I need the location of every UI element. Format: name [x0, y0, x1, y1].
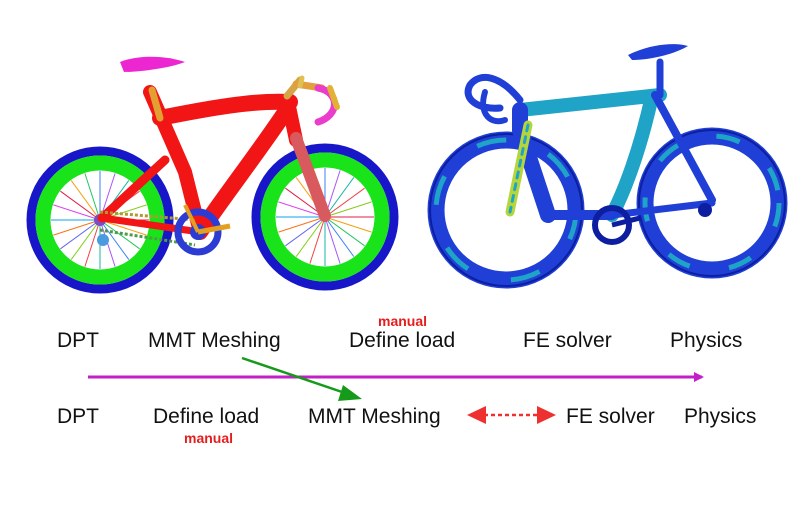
bottom-step-physics: Physics: [684, 405, 757, 428]
wheel-spoke: [84, 173, 101, 221]
bottom-manual-note: manual: [184, 430, 234, 446]
fe-handlebar: [464, 74, 524, 125]
segmented-bike-image: [26, 56, 399, 294]
bottom-step-define-load: Define load: [153, 405, 260, 428]
wheel-spoke: [324, 216, 355, 257]
wheel-spoke: [324, 216, 341, 264]
top-step-physics: Physics: [670, 329, 743, 352]
top-manual-note: manual: [378, 313, 428, 329]
bottom-step-mmt-meshing: MMT Meshing: [308, 405, 441, 428]
top-step-mmt-meshing: MMT Meshing: [148, 329, 281, 352]
front-wheel: [251, 143, 399, 291]
wheel-spoke: [53, 219, 101, 236]
wheel-spoke: [84, 219, 101, 267]
wheel-spoke: [295, 216, 326, 257]
top-step-dpt: DPT: [57, 329, 99, 352]
wheel-spoke: [60, 190, 101, 221]
top-step-define-load: Define load: [349, 329, 456, 352]
bottom-step-dpt: DPT: [57, 405, 99, 428]
reorder-arrow: [241, 356, 362, 401]
wheel-spoke: [324, 216, 365, 247]
top-step-fe-solver: FE solver: [523, 329, 612, 352]
bottom-step-fe-solver: FE solver: [566, 405, 655, 428]
wheel-spoke: [99, 219, 130, 260]
coupling-arrow: [467, 406, 556, 424]
wheel-spoke: [99, 219, 147, 236]
fe-front-wheel: [636, 127, 788, 279]
handlebar: [292, 75, 340, 126]
wheel-spoke: [70, 180, 101, 221]
wheel-spoke: [53, 204, 101, 221]
wheel-spoke: [324, 201, 372, 218]
drivetrain: [97, 204, 231, 256]
wheel-spoke: [324, 187, 365, 218]
fe-stress-bike-image: [427, 44, 788, 289]
wheel-spoke: [324, 177, 355, 218]
wheel-spoke: [278, 201, 326, 218]
saddle: [120, 56, 185, 122]
wheel-spoke: [324, 216, 372, 233]
fe-crankset: [592, 203, 712, 245]
wheel-spoke: [70, 219, 101, 260]
fe-saddle: [628, 44, 688, 60]
fe-frame: [505, 58, 716, 223]
wheel-spoke: [285, 216, 326, 247]
wheel-spoke: [309, 216, 326, 264]
wheel-spoke: [60, 219, 101, 250]
wheel-spoke: [278, 216, 326, 233]
